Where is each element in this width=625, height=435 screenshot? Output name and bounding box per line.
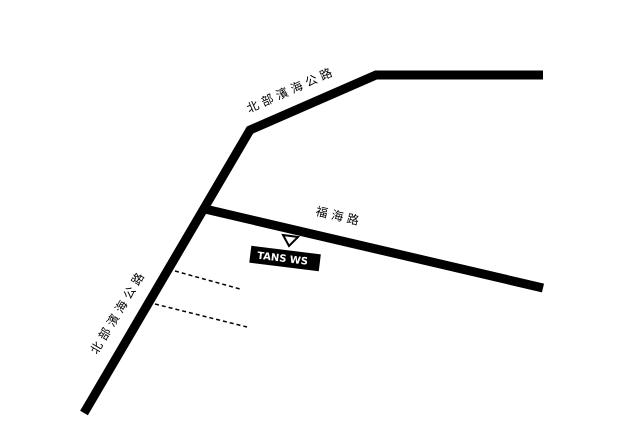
dashed-path-lower — [154, 303, 248, 328]
location-marker-box — [249, 245, 321, 272]
location-marker: TANS WS — [249, 245, 321, 272]
road-fuhai — [203, 204, 545, 293]
road-coastal-highway — [80, 70, 543, 416]
dashed-path-upper — [174, 270, 241, 290]
location-pointer-icon — [281, 233, 301, 248]
